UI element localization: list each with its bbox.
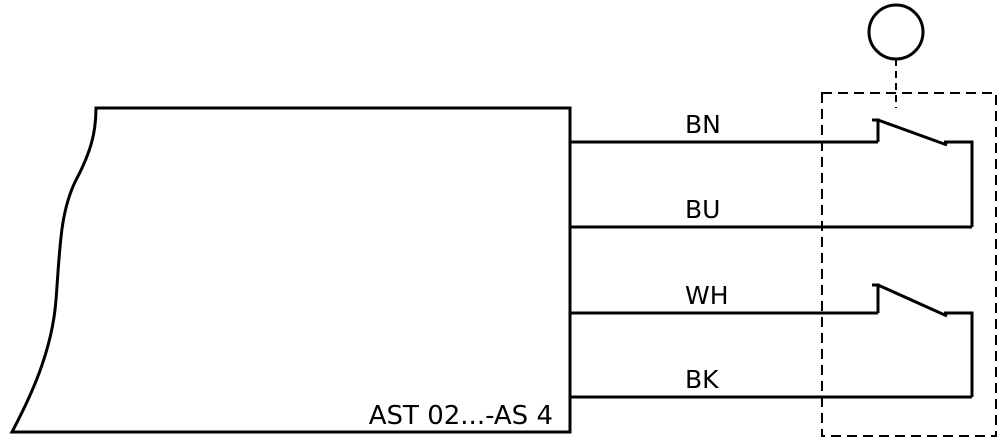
wire-label-bn: BN bbox=[685, 110, 721, 139]
switch-contact-lower bbox=[872, 283, 974, 397]
wire-label-bu: BU bbox=[685, 195, 720, 224]
wire-label-wh: WH bbox=[685, 281, 729, 310]
device-label: AST 02...-AS 4 bbox=[369, 401, 553, 431]
switch-enclosure bbox=[821, 92, 997, 437]
switch-contact-upper bbox=[872, 118, 974, 227]
wire-label-bk: BK bbox=[685, 365, 719, 394]
device-body bbox=[9, 106, 572, 434]
actuator-circle bbox=[867, 3, 925, 61]
